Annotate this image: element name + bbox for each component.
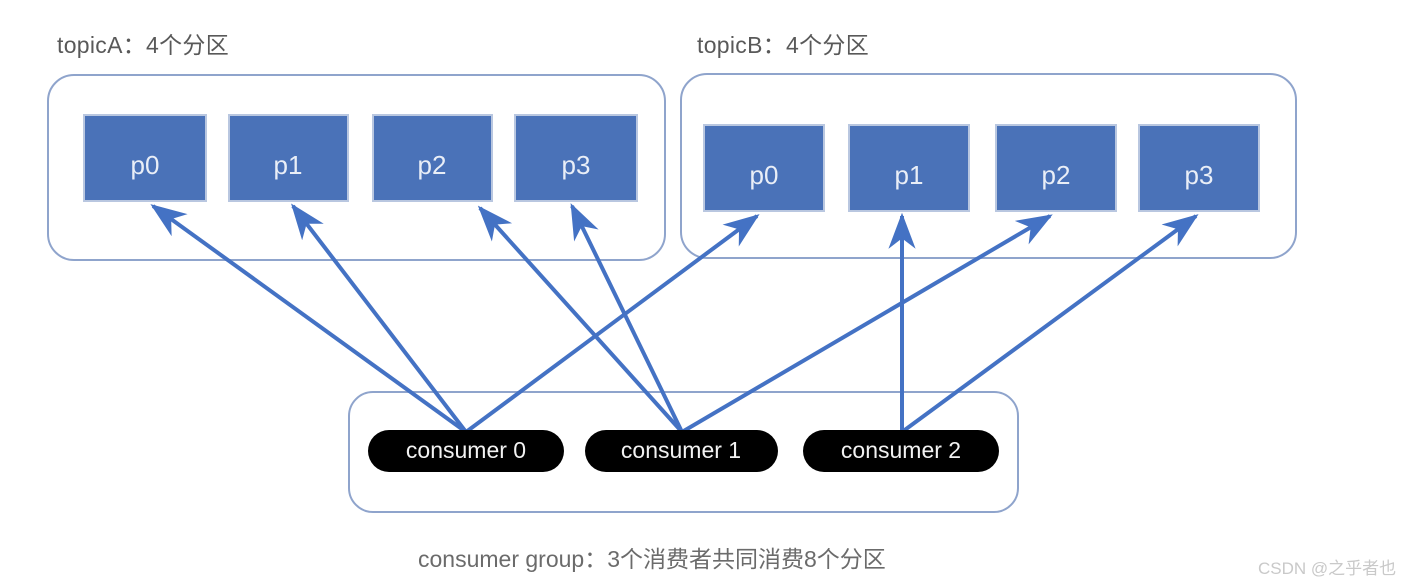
partition-label: p3 [1185, 160, 1214, 190]
topic-b-title: topicB：4个分区 [697, 32, 870, 58]
consumer-group-caption: consumer group：3个消费者共同消费8个分区 [418, 546, 886, 572]
partition-label: p1 [895, 160, 924, 190]
topic-a-partition-p0[interactable]: p0 [83, 114, 207, 202]
topic-b-partition-p2[interactable]: p2 [995, 124, 1117, 212]
partition-box[interactable] [83, 114, 207, 202]
topic-a-partition-p2[interactable]: p2 [372, 114, 493, 202]
arrow-consumer1-to-topicA-p3 [570, 203, 684, 433]
partition-box[interactable] [514, 114, 638, 202]
consumer-pill[interactable] [585, 430, 778, 472]
consumer-label: consumer 2 [841, 437, 961, 463]
topic-b-partition-p0[interactable]: p0 [703, 124, 825, 212]
partition-box[interactable] [1138, 124, 1260, 212]
partition-box[interactable] [848, 124, 970, 212]
partition-box[interactable] [228, 114, 349, 202]
partition-box[interactable] [372, 114, 493, 202]
partition-label: p2 [1042, 160, 1071, 190]
partition-label: p2 [418, 150, 447, 180]
partition-box[interactable] [703, 124, 825, 212]
topic-b-partition-p3[interactable]: p3 [1138, 124, 1260, 212]
topic-a-partition-p1[interactable]: p1 [228, 114, 349, 202]
arrow-consumer0-to-topicB-p0 [464, 214, 760, 434]
consumer-pill[interactable] [368, 430, 564, 472]
arrow-consumer0-to-topicA-p1 [291, 203, 468, 434]
partition-box[interactable] [995, 124, 1117, 212]
arrow-consumer0-to-topicA-p0 [150, 204, 468, 434]
consumer-1[interactable]: consumer 1 [585, 430, 778, 472]
topic-a-partition-p3[interactable]: p3 [514, 114, 638, 202]
consumer-label: consumer 1 [621, 437, 741, 463]
partition-label: p1 [274, 150, 303, 180]
consumer-2[interactable]: consumer 2 [803, 430, 999, 472]
csdn-watermark: CSDN @之乎者也 [1258, 559, 1397, 578]
arrow-consumer1-to-topicB-p2 [680, 214, 1053, 434]
topic-a-title: topicA：4个分区 [57, 32, 230, 58]
arrow-consumer2-to-topicB-p3 [900, 214, 1199, 434]
arrow-consumer1-to-topicA-p2 [477, 205, 684, 434]
partition-label: p0 [131, 150, 160, 180]
partition-label: p3 [562, 150, 591, 180]
consumer-label: consumer 0 [406, 437, 526, 463]
topic-b-partition-p1[interactable]: p1 [848, 124, 970, 212]
partition-label: p0 [750, 160, 779, 190]
consumer-0[interactable]: consumer 0 [368, 430, 564, 472]
consumer-pill[interactable] [803, 430, 999, 472]
